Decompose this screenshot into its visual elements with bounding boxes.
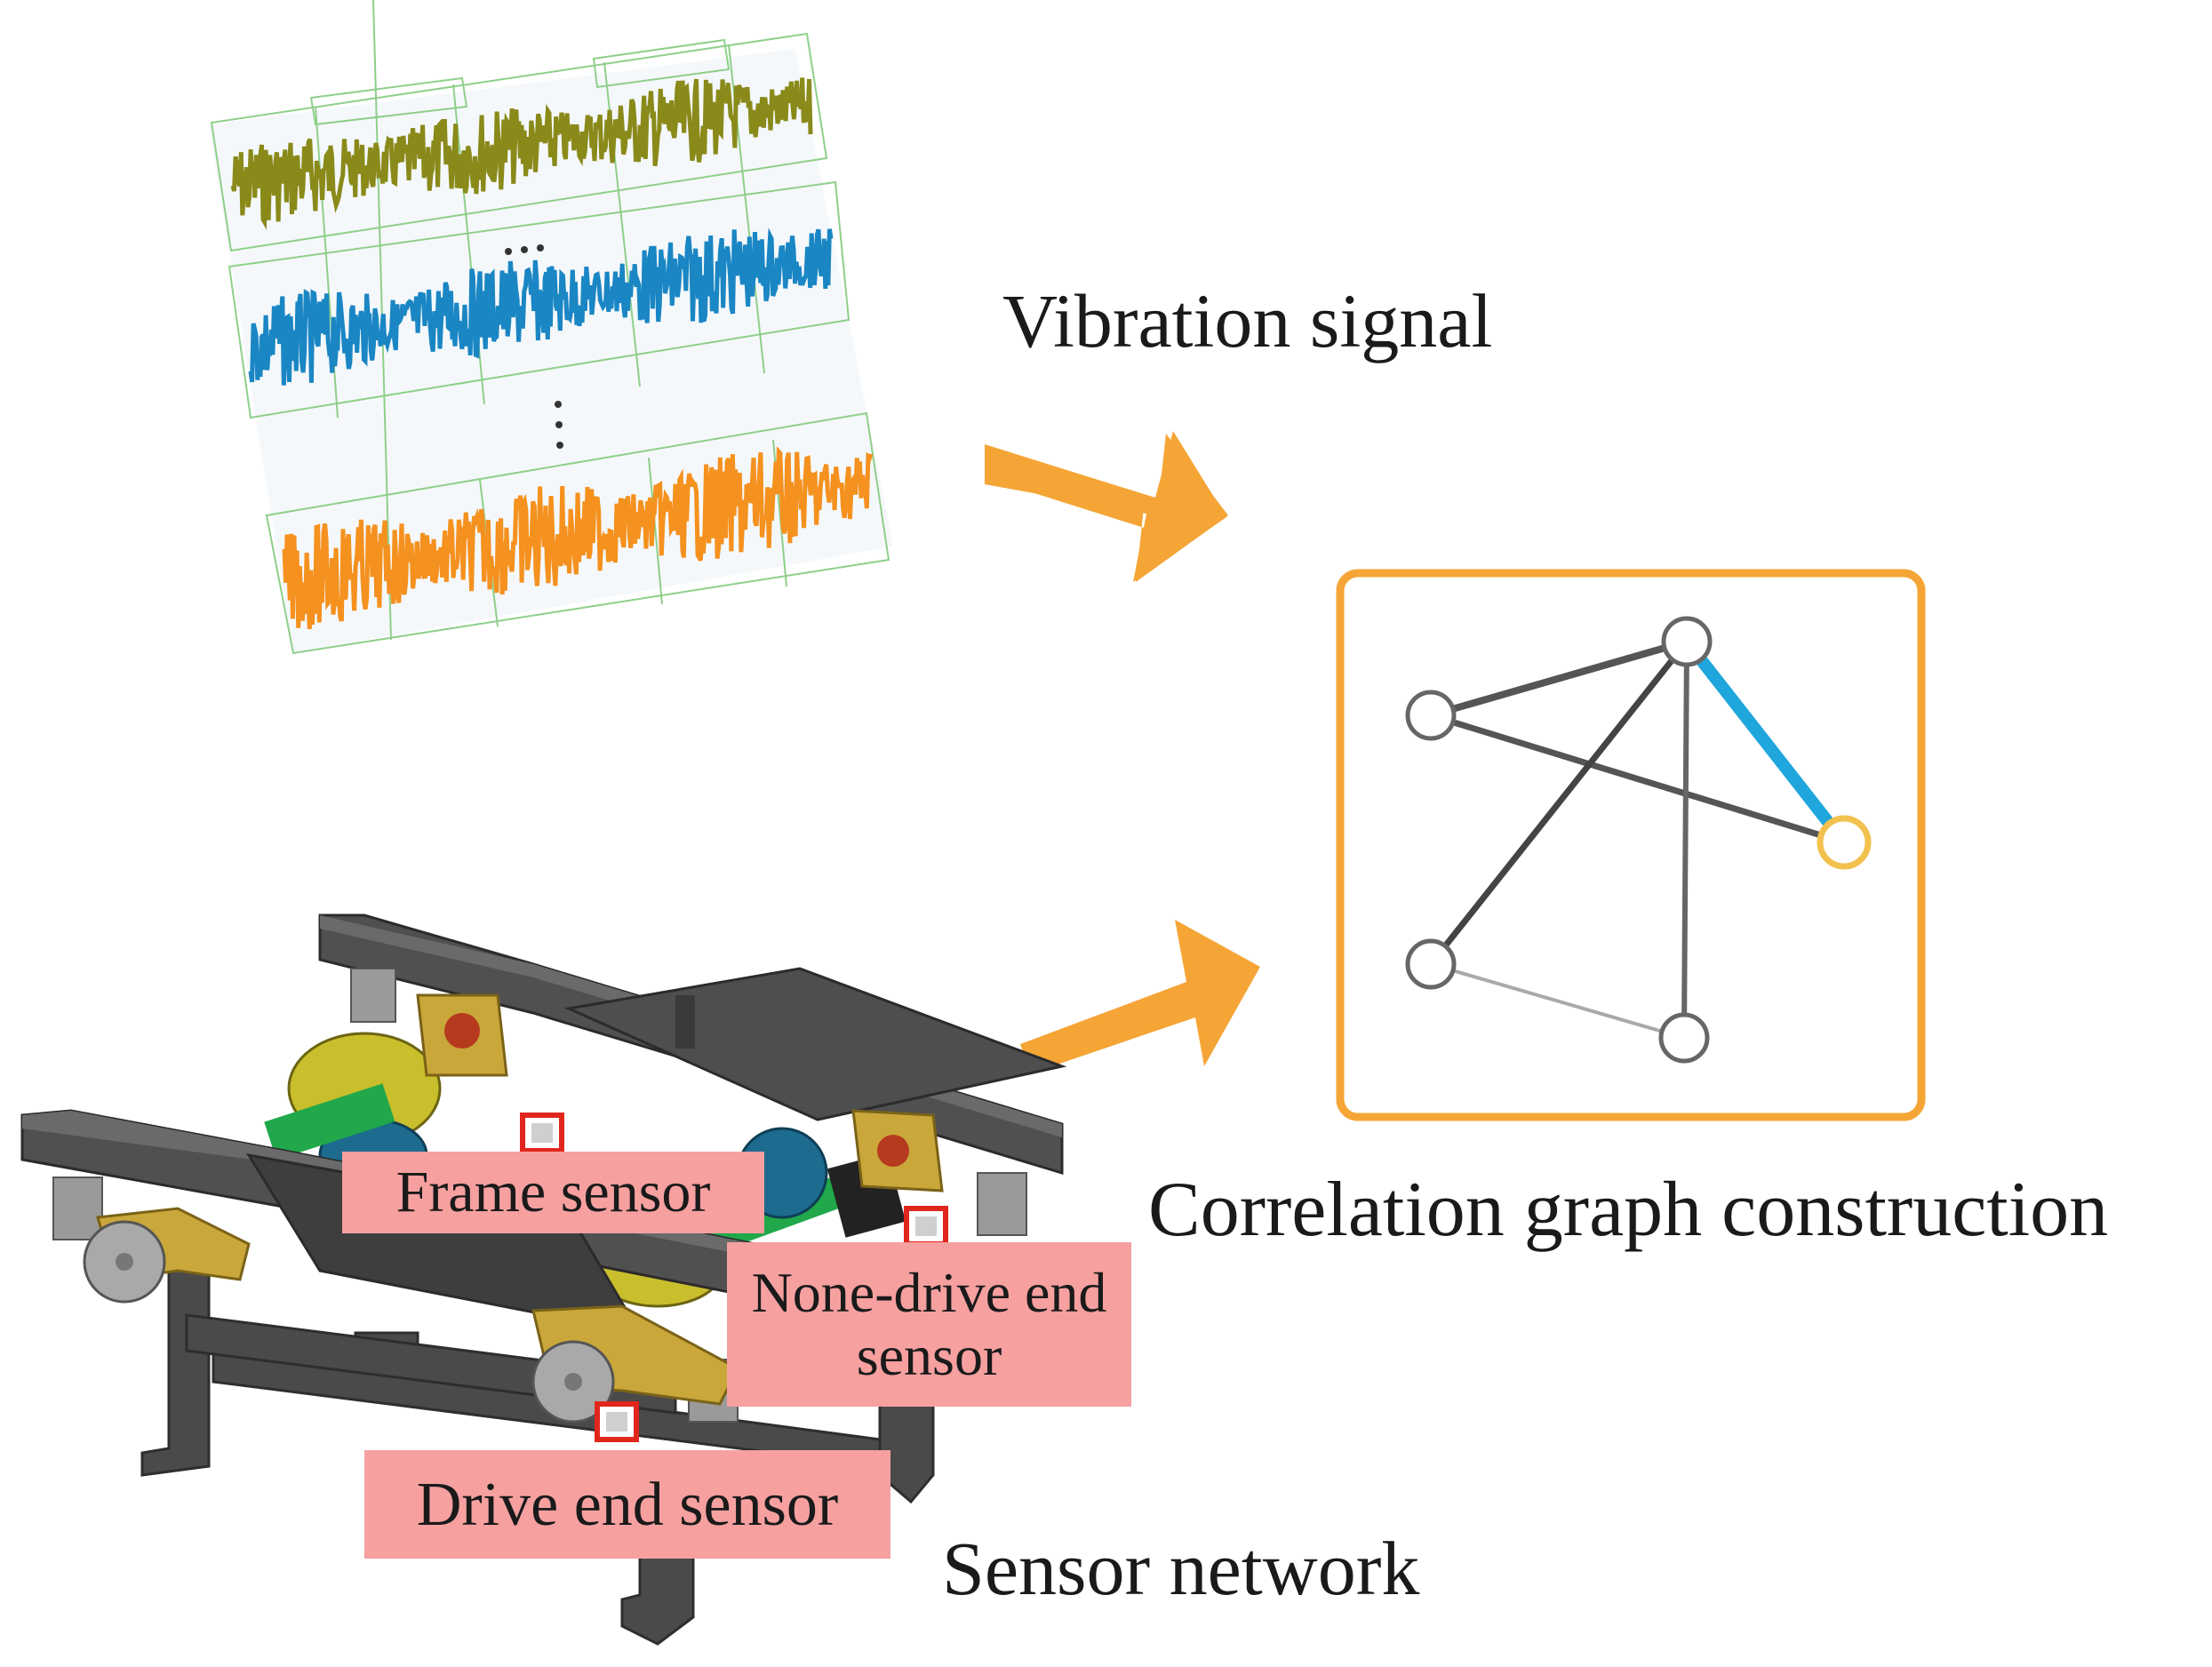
correlation-graph [1336, 569, 1926, 1121]
signal-trace-orange [282, 446, 874, 629]
drive-end-sensor-label: Drive end sensor [364, 1450, 890, 1559]
graph-edge [1427, 638, 1690, 719]
correlation-graph-caption: Correlation graph construction [1148, 1167, 2109, 1253]
graph-edge [1427, 638, 1690, 968]
graph-edge [1681, 639, 1689, 1041]
frame-sensor-label: Frame sensor [342, 1152, 764, 1233]
non-drive-end-sensor-label: None-drive end sensor [727, 1242, 1131, 1407]
graph-node [1658, 1012, 1710, 1064]
sensor-marker-icon [520, 1113, 564, 1153]
graph-node-highlight [1817, 815, 1872, 870]
graph-edge-highlight [1681, 635, 1850, 849]
vibration-signal-caption: Vibration signal [1002, 278, 1493, 363]
sensor-marker-icon [904, 1206, 948, 1247]
graph-node [1661, 616, 1713, 667]
sensor-network-caption: Sensor network [942, 1526, 1420, 1611]
vibration-signal-panel [209, 0, 893, 655]
graph-edge [1427, 712, 1848, 846]
ellipsis-dots [505, 244, 563, 449]
right-arrow-icon [985, 431, 1228, 582]
sensor-marker-icon [595, 1401, 639, 1442]
graph-node [1405, 690, 1457, 741]
right-arrow-icon [1020, 920, 1260, 1073]
graph-edge [1429, 962, 1686, 1040]
signal-trace-blue [248, 227, 834, 386]
signal-trace-olive [230, 77, 813, 230]
graph-node [1405, 938, 1457, 990]
